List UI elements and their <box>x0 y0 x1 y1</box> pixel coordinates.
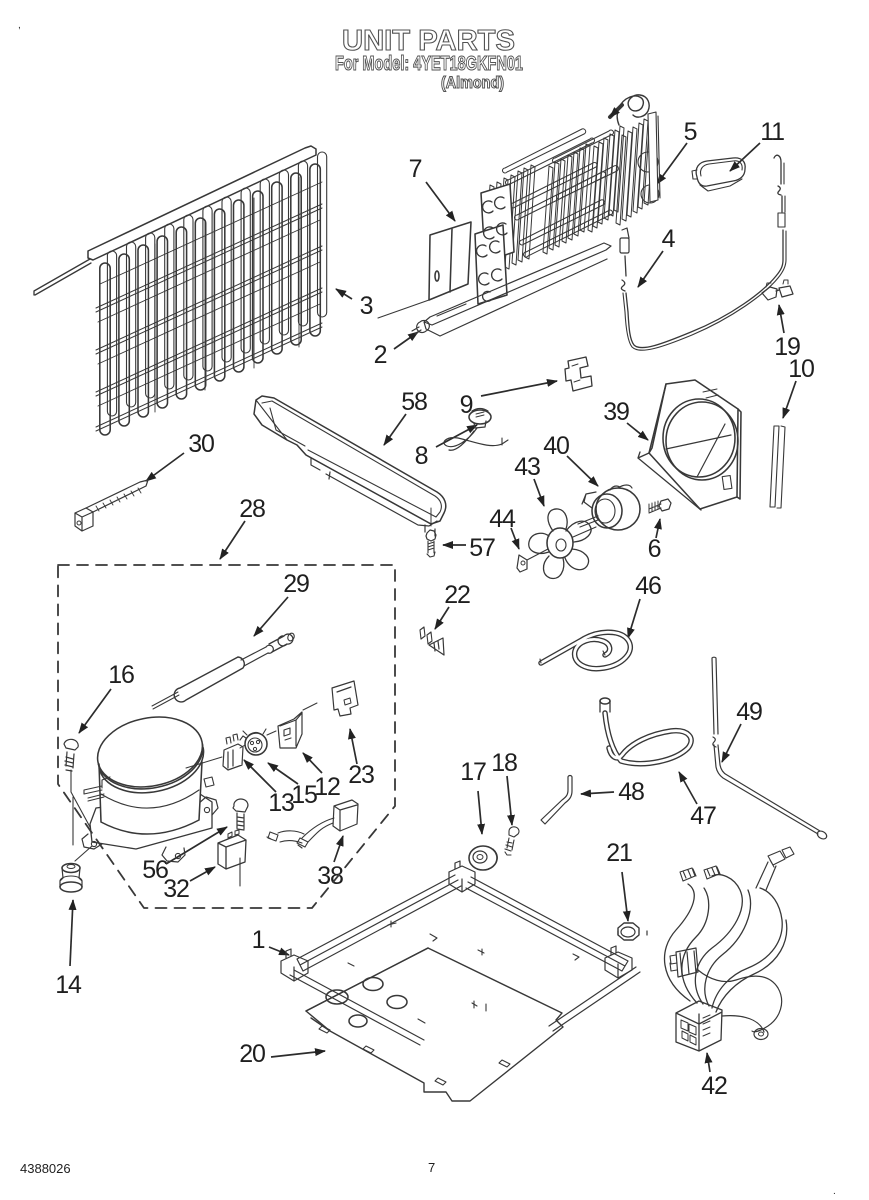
svg-text:9: 9 <box>460 391 473 419</box>
svg-text:3: 3 <box>360 292 373 320</box>
svg-text:29: 29 <box>283 570 309 598</box>
svg-text:28: 28 <box>239 495 265 523</box>
svg-text:.: . <box>833 1186 836 1197</box>
svg-text:57: 57 <box>469 534 495 562</box>
svg-text:47: 47 <box>690 802 716 830</box>
svg-text:13: 13 <box>268 789 294 817</box>
svg-text:22: 22 <box>444 581 470 609</box>
svg-text:UNIT PARTS: UNIT PARTS <box>342 25 515 57</box>
svg-text:18: 18 <box>491 749 517 777</box>
svg-text:56: 56 <box>142 856 168 884</box>
svg-text:21: 21 <box>606 839 632 867</box>
svg-text:2: 2 <box>374 341 387 369</box>
svg-text:44: 44 <box>489 505 516 533</box>
svg-text:7: 7 <box>409 155 422 183</box>
svg-text:15: 15 <box>291 781 317 809</box>
svg-text:30: 30 <box>188 430 214 458</box>
svg-text:20: 20 <box>239 1040 265 1068</box>
svg-text:23: 23 <box>348 761 374 789</box>
svg-text:For Model: 4YET18GKFN01: For Model: 4YET18GKFN01 <box>335 52 523 75</box>
svg-text:(Almond): (Almond) <box>441 73 504 92</box>
svg-text:10: 10 <box>788 355 814 383</box>
svg-text:12: 12 <box>314 773 340 801</box>
svg-text:58: 58 <box>401 388 427 416</box>
svg-text:14: 14 <box>55 971 82 999</box>
svg-text:46: 46 <box>635 572 661 600</box>
svg-text:,: , <box>18 20 21 31</box>
svg-text:7: 7 <box>428 1160 435 1175</box>
svg-text:11: 11 <box>760 118 784 146</box>
svg-text:1: 1 <box>252 926 265 954</box>
svg-text:16: 16 <box>108 661 134 689</box>
svg-text:38: 38 <box>317 862 343 890</box>
svg-text:40: 40 <box>543 432 569 460</box>
svg-text:32: 32 <box>163 875 189 903</box>
svg-text:5: 5 <box>684 118 697 146</box>
svg-text:8: 8 <box>415 442 428 470</box>
svg-text:42: 42 <box>701 1072 727 1100</box>
svg-text:39: 39 <box>603 398 629 426</box>
svg-text:48: 48 <box>618 778 644 806</box>
svg-text:4388026: 4388026 <box>20 1161 71 1176</box>
svg-text:19: 19 <box>774 333 800 361</box>
svg-text:43: 43 <box>514 453 540 481</box>
svg-text:6: 6 <box>648 535 661 563</box>
svg-text:17: 17 <box>460 758 486 786</box>
svg-text:4: 4 <box>662 225 676 253</box>
svg-text:49: 49 <box>736 698 762 726</box>
